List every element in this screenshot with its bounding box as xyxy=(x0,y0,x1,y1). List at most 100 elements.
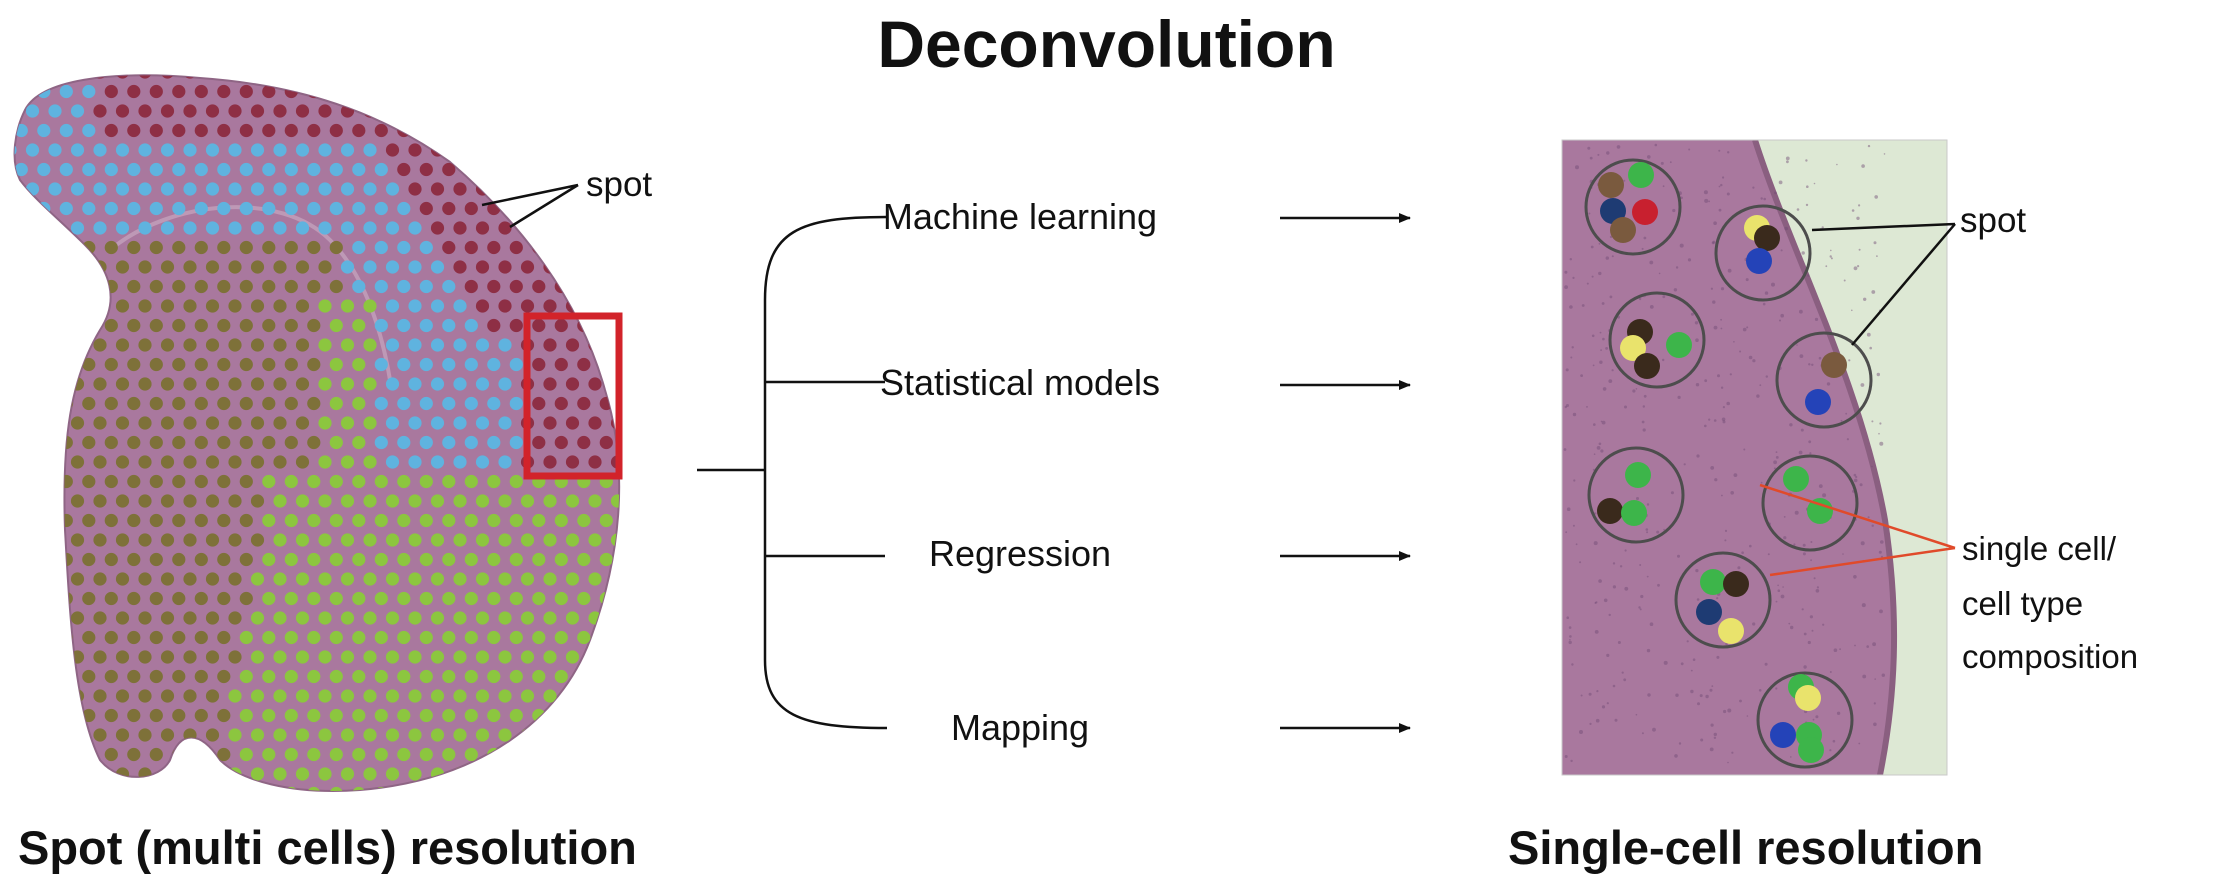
spot-dot xyxy=(565,455,580,469)
spot-dot xyxy=(138,338,152,352)
spot-dot xyxy=(205,75,220,79)
tissue-speckle xyxy=(1825,265,1828,268)
spot-dot xyxy=(329,396,343,411)
spot-dot xyxy=(509,474,523,489)
spot-dot xyxy=(82,162,96,177)
spot-dot xyxy=(149,201,163,216)
spot-dot xyxy=(475,299,490,313)
spot-dot xyxy=(408,455,422,469)
tissue-speckle xyxy=(1589,722,1592,726)
spot-dot xyxy=(14,377,17,391)
spot-dot xyxy=(239,201,253,216)
spot-dot xyxy=(250,416,265,430)
spot-dot xyxy=(318,377,332,391)
spot-dot xyxy=(217,474,231,489)
spot-dot xyxy=(115,650,130,664)
spot-dot xyxy=(397,513,411,528)
tissue-speckle xyxy=(1623,179,1626,182)
tissue-speckle xyxy=(1775,451,1778,453)
tissue-speckle xyxy=(1830,249,1832,252)
spot-dot xyxy=(93,416,107,430)
spot-dot xyxy=(25,533,40,547)
spot-dot xyxy=(104,240,118,255)
tissue-speckle xyxy=(1600,420,1603,423)
spot-dot xyxy=(48,416,62,430)
spot-dot xyxy=(599,84,613,99)
spot-dot xyxy=(430,338,445,352)
spot-dot xyxy=(239,123,253,138)
spot-dot xyxy=(307,396,321,411)
spot-dot xyxy=(70,767,85,781)
spot-dot xyxy=(397,357,411,372)
spot-dot xyxy=(374,240,388,255)
tissue-speckle xyxy=(1612,585,1616,589)
spot-dot xyxy=(509,396,523,411)
tissue-speckle xyxy=(1818,484,1823,488)
spot-dot xyxy=(172,357,186,372)
spot-dot xyxy=(307,162,321,177)
spot-dot xyxy=(520,143,535,157)
tissue-speckle xyxy=(1564,285,1568,289)
tissue-speckle xyxy=(1871,465,1873,468)
spot-dot xyxy=(599,708,613,723)
tissue-speckle xyxy=(1696,598,1700,601)
spot-dot xyxy=(419,786,433,791)
spot-dot xyxy=(442,708,456,723)
tissue-speckle xyxy=(1589,156,1593,160)
tissue-speckle xyxy=(1829,671,1832,673)
spot-dot xyxy=(82,591,96,606)
spot-pointer-right-2 xyxy=(1851,223,1956,346)
cell-dot xyxy=(1754,225,1780,251)
spot-dot xyxy=(295,182,310,196)
tissue-speckle xyxy=(1767,553,1770,556)
tissue-speckle xyxy=(1862,674,1867,679)
spot-dot xyxy=(318,494,332,508)
spot-dot xyxy=(295,533,310,547)
spot-dot xyxy=(228,572,242,586)
spot-dot xyxy=(374,162,388,177)
spot-dot xyxy=(408,143,422,157)
spot-dot xyxy=(352,201,366,216)
tissue-speckle xyxy=(1568,626,1572,629)
spot-dot xyxy=(385,689,400,703)
spot-dot xyxy=(37,318,51,333)
spot-dot xyxy=(250,260,265,274)
spot-dot xyxy=(329,552,343,567)
spot-dot xyxy=(442,240,456,255)
spot-dot xyxy=(104,396,118,411)
tissue-speckle xyxy=(1763,197,1766,201)
spot-dot xyxy=(228,494,242,508)
tissue-speckle xyxy=(1879,422,1882,425)
spot-dot xyxy=(82,240,96,255)
spot-dot xyxy=(307,591,321,606)
spot-dot xyxy=(385,650,400,664)
spot-dot xyxy=(250,75,265,79)
tissue-speckle xyxy=(1821,226,1824,229)
spot-dot xyxy=(487,162,501,177)
spot-dot xyxy=(352,708,366,723)
spot-dot xyxy=(599,591,613,606)
spot-dot xyxy=(385,338,400,352)
spot-dot xyxy=(138,494,152,508)
tissue-speckle xyxy=(1643,236,1647,240)
spot-dot xyxy=(498,650,512,664)
tissue-speckle xyxy=(1775,600,1778,603)
spot-dot xyxy=(307,630,321,645)
spot-dot xyxy=(577,240,591,255)
tissue-speckle xyxy=(1640,594,1644,599)
spot-dot xyxy=(554,513,568,528)
tissue-speckle xyxy=(1571,663,1574,666)
spot-dot xyxy=(160,416,175,430)
spot-dot xyxy=(352,474,366,489)
spot-dot xyxy=(138,416,152,430)
tissue-speckle xyxy=(1826,382,1831,386)
spot-dot xyxy=(127,201,141,216)
spot-dot xyxy=(385,455,400,469)
tissue-speckle xyxy=(1726,401,1730,406)
tissue-speckle xyxy=(1878,550,1882,554)
spot-dot xyxy=(82,669,96,684)
spot-dot xyxy=(239,474,253,489)
spot-dot xyxy=(453,75,467,79)
spot-dot xyxy=(59,669,73,684)
spot-dot xyxy=(509,279,523,294)
